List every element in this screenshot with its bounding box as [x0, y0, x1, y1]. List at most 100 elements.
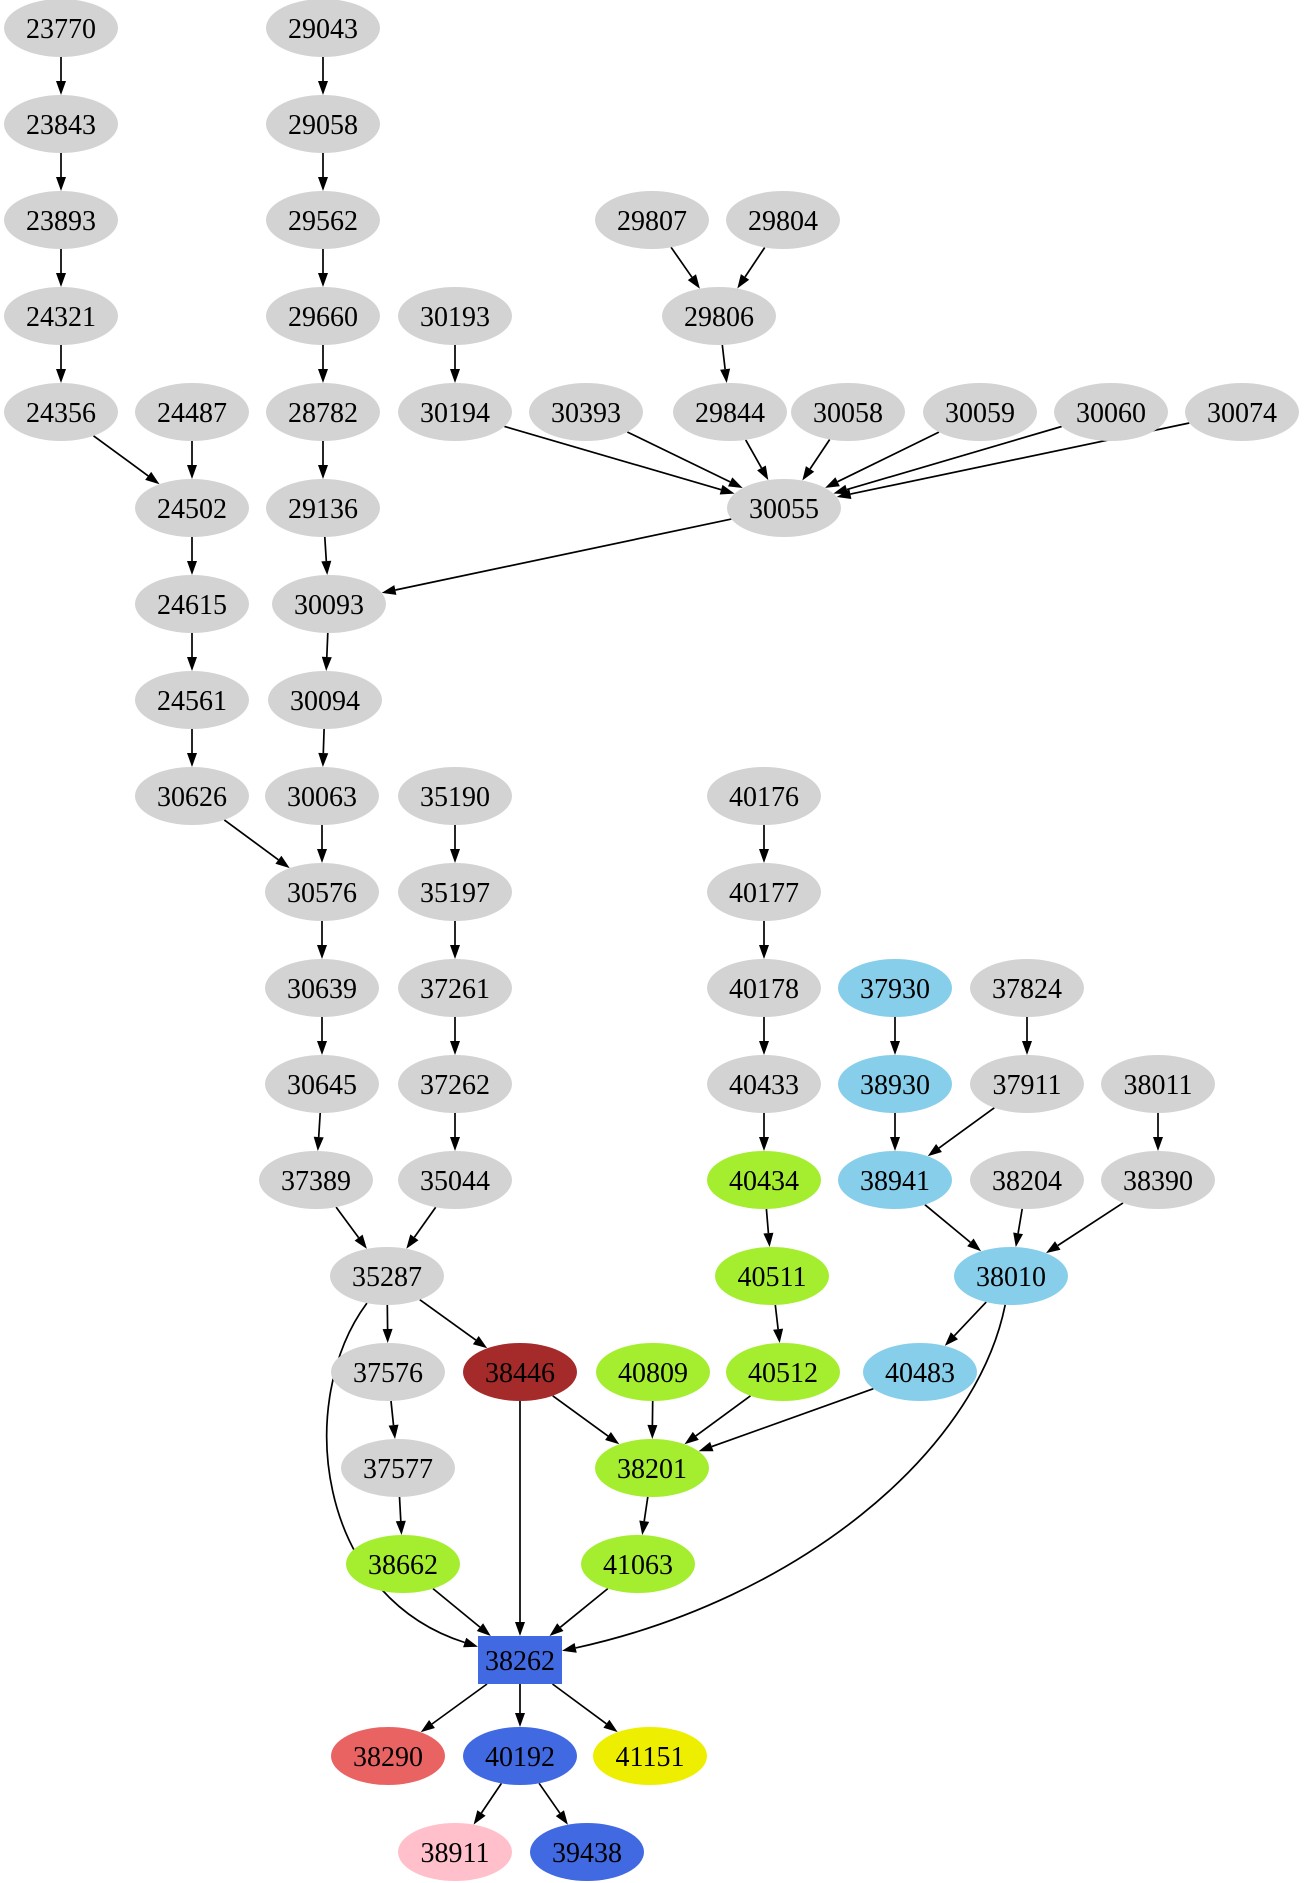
- node-label-24321: 24321: [26, 302, 96, 333]
- node-29807: 29807: [595, 191, 709, 249]
- node-label-40434: 40434: [729, 1166, 799, 1197]
- edge-29136-30093: [323, 536, 328, 562]
- node-shape-38930: [838, 1055, 952, 1113]
- node-shape-29807: [595, 191, 709, 249]
- node-24356: 24356: [4, 383, 118, 441]
- arrowhead-38010-38262: [562, 1643, 577, 1653]
- arrowhead-23893-24321: [56, 273, 66, 287]
- arrowhead-38446-38201: [605, 1432, 620, 1445]
- node-35287: 35287: [330, 1247, 444, 1305]
- node-40176: 40176: [707, 767, 821, 825]
- node-label-38290: 38290: [353, 1742, 423, 1773]
- node-label-40192: 40192: [485, 1742, 555, 1773]
- node-shape-29844: [673, 383, 787, 441]
- arrowhead-38262-38290: [420, 1720, 435, 1733]
- node-30058: 30058: [791, 383, 905, 441]
- edges: [56, 57, 1190, 1825]
- node-37576: 37576: [331, 1343, 445, 1401]
- node-28782: 28782: [266, 383, 380, 441]
- node-label-40483: 40483: [885, 1358, 955, 1389]
- node-shape-30645: [265, 1055, 379, 1113]
- node-shape-23770: [4, 0, 118, 57]
- node-label-37576: 37576: [353, 1358, 423, 1389]
- node-label-30626: 30626: [157, 782, 227, 813]
- node-label-29807: 29807: [617, 206, 687, 237]
- node-label-30063: 30063: [287, 782, 357, 813]
- arrowhead-29804-29806: [737, 274, 750, 289]
- edge-38010-40483: [953, 1301, 987, 1337]
- edge-30058-30055: [809, 439, 831, 470]
- node-label-38201: 38201: [617, 1454, 687, 1485]
- node-label-30074: 30074: [1207, 398, 1277, 429]
- node-label-30093: 30093: [294, 590, 364, 621]
- node-label-41063: 41063: [603, 1550, 673, 1581]
- arrowhead-30639-30645: [317, 1041, 327, 1055]
- edge-40192-39438: [538, 1782, 561, 1814]
- arrowhead-38262-40192: [515, 1713, 525, 1727]
- edge-30645-37389: [317, 1112, 322, 1138]
- node-shape-29562: [266, 191, 380, 249]
- arrowhead-40176-40177: [759, 849, 769, 863]
- node-29562: 29562: [266, 191, 380, 249]
- node-label-35190: 35190: [420, 782, 490, 813]
- edge-35044-35287: [413, 1206, 437, 1238]
- arrowhead-40177-40178: [759, 945, 769, 959]
- node-shape-37262: [398, 1055, 512, 1113]
- node-shape-38290: [331, 1727, 445, 1785]
- arrowhead-30093-30094: [321, 656, 332, 671]
- node-38201: 38201: [595, 1439, 709, 1497]
- node-shape-40178: [707, 959, 821, 1017]
- node-37911: 37911: [970, 1055, 1084, 1113]
- edge-30059-30055: [837, 431, 940, 483]
- arrowhead-29058-29562: [318, 177, 328, 191]
- edge-29807-29806: [670, 246, 693, 278]
- arrowhead-38204-38010: [1013, 1232, 1023, 1248]
- arrowhead-30645-37389: [313, 1136, 324, 1151]
- edge-30393-30055: [626, 431, 731, 483]
- arrowhead-30055-30093: [381, 585, 397, 595]
- node-label-38262: 38262: [485, 1646, 555, 1677]
- edge-35287-38446: [419, 1299, 477, 1341]
- node-label-37261: 37261: [420, 974, 490, 1005]
- node-label-38010: 38010: [976, 1262, 1046, 1293]
- node-shape-41063: [581, 1535, 695, 1593]
- node-30639: 30639: [265, 959, 379, 1017]
- node-shape-30060: [1054, 383, 1168, 441]
- node-29844: 29844: [673, 383, 787, 441]
- node-shape-40177: [707, 863, 821, 921]
- node-shape-30626: [135, 767, 249, 825]
- node-24561: 24561: [135, 671, 249, 729]
- arrowhead-37262-35044: [450, 1137, 460, 1151]
- node-label-40512: 40512: [748, 1358, 818, 1389]
- node-shape-37261: [398, 959, 512, 1017]
- node-shape-24502: [135, 479, 249, 537]
- edge-29844-30055: [744, 439, 763, 469]
- edge-38662-38262: [432, 1587, 481, 1628]
- node-38390: 38390: [1101, 1151, 1215, 1209]
- node-label-29660: 29660: [288, 302, 358, 333]
- node-label-24487: 24487: [157, 398, 227, 429]
- node-shape-37577: [341, 1439, 455, 1497]
- edge-40434-40511: [765, 1208, 770, 1234]
- node-29136: 29136: [266, 479, 380, 537]
- node-label-40511: 40511: [738, 1262, 807, 1293]
- arrowhead-24615-24561: [187, 657, 197, 671]
- edge-30094-30063: [322, 728, 325, 754]
- node-35197: 35197: [398, 863, 512, 921]
- node-label-24615: 24615: [157, 590, 227, 621]
- arrowhead-35287-38262: [463, 1637, 478, 1648]
- node-label-24356: 24356: [26, 398, 96, 429]
- node-39438: 39438: [530, 1823, 644, 1881]
- node-40433: 40433: [707, 1055, 821, 1113]
- node-30059: 30059: [923, 383, 1037, 441]
- node-29660: 29660: [266, 287, 380, 345]
- node-shape-35190: [398, 767, 512, 825]
- node-shape-28782: [266, 383, 380, 441]
- edge-38201-41063: [643, 1496, 649, 1522]
- edge-41063-38262: [559, 1587, 609, 1628]
- node-shape-23893: [4, 191, 118, 249]
- arrowhead-24561-30626: [187, 753, 197, 767]
- node-shape-30393: [529, 383, 643, 441]
- node-shape-38446: [463, 1343, 577, 1401]
